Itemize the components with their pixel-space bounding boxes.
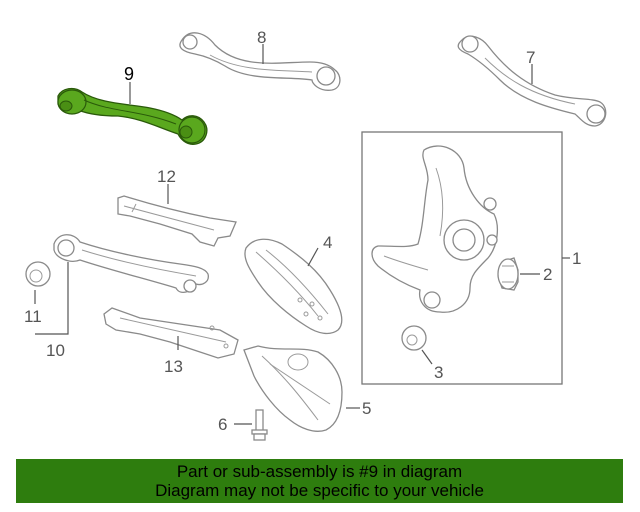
callout-labels: 8 7 9 12 4 11 10 13 5 6 2 3 1 bbox=[24, 28, 581, 434]
info-banner: Part or sub-assembly is #9 in diagram Di… bbox=[16, 459, 623, 503]
callout-2[interactable]: 2 bbox=[543, 265, 552, 284]
part-9-control-arm-highlighted[interactable] bbox=[57, 87, 208, 145]
part-12-shield[interactable] bbox=[117, 195, 237, 247]
part-5-spring-seat[interactable] bbox=[243, 345, 343, 432]
callout-1[interactable]: 1 bbox=[572, 249, 581, 268]
banner-line-1: Part or sub-assembly is #9 in diagram bbox=[176, 462, 463, 481]
callout-11[interactable]: 11 bbox=[24, 307, 42, 326]
callout-9[interactable]: 9 bbox=[124, 64, 134, 84]
callout-3[interactable]: 3 bbox=[434, 363, 443, 382]
leader-lines bbox=[34, 44, 570, 425]
part-7-control-arm[interactable] bbox=[457, 35, 607, 127]
callout-6[interactable]: 6 bbox=[218, 415, 227, 434]
part-6-bolt[interactable] bbox=[251, 409, 268, 441]
part-4-spring-link[interactable] bbox=[244, 238, 343, 335]
callout-10[interactable]: 10 bbox=[46, 341, 65, 360]
part-1-knuckle[interactable] bbox=[371, 145, 499, 313]
part-10-lower-arm[interactable] bbox=[53, 234, 209, 294]
part-2-bushing[interactable] bbox=[497, 257, 519, 291]
part-11-bushing[interactable] bbox=[25, 261, 51, 287]
callout-12[interactable]: 12 bbox=[157, 167, 176, 186]
callout-8[interactable]: 8 bbox=[257, 28, 266, 47]
part-3-bushing[interactable] bbox=[401, 325, 427, 351]
callout-7[interactable]: 7 bbox=[526, 48, 535, 67]
part-13-bracket[interactable] bbox=[103, 307, 239, 359]
callout-5[interactable]: 5 bbox=[362, 399, 371, 418]
callout-13[interactable]: 13 bbox=[164, 357, 183, 376]
callout-4[interactable]: 4 bbox=[323, 233, 332, 252]
banner-line-2: Diagram may not be specific to your vehi… bbox=[155, 481, 484, 500]
part-8-control-arm[interactable] bbox=[179, 32, 341, 91]
